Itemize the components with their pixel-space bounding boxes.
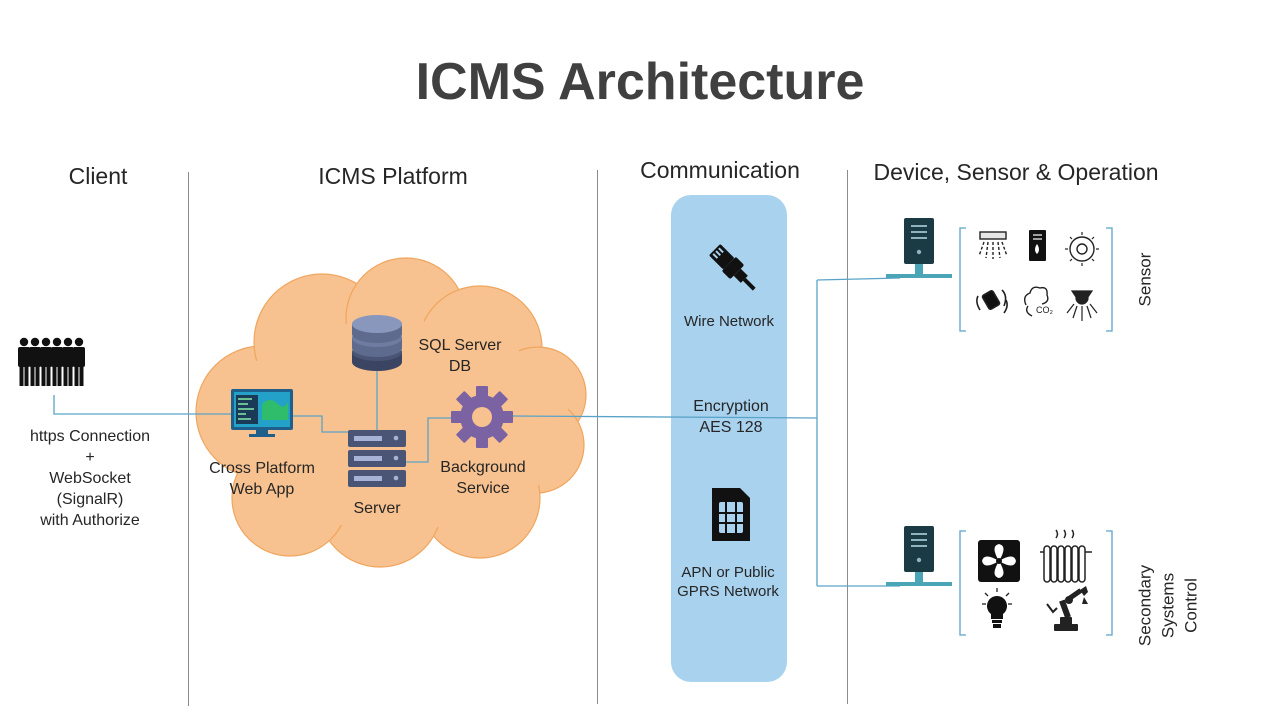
monitor-icon — [231, 389, 293, 437]
column-client-heading: Client — [68, 163, 128, 189]
users-icon — [18, 337, 85, 386]
communication-band — [671, 195, 787, 682]
separator-platform-communication — [597, 170, 598, 704]
light-sensor-icon — [1065, 232, 1099, 266]
background-service-label: Background Service — [440, 459, 526, 497]
web-app-label: Cross Platform Web App — [209, 460, 315, 498]
diagram-title: ICMS Architecture — [415, 53, 865, 111]
gear-icon — [451, 386, 513, 448]
separator-client-platform — [188, 172, 189, 706]
light-bulb-icon — [982, 588, 1012, 628]
server-label: Server — [353, 500, 401, 517]
vibration-sensor-icon — [976, 289, 1008, 314]
client-connection-label: https Connection + WebSocket (SignalR) w… — [29, 428, 151, 529]
sprinkler-icon — [978, 231, 1008, 259]
gateway-tower-sensor-icon — [886, 218, 952, 278]
column-platform-heading: ICMS Platform — [318, 163, 468, 189]
encryption-label: Encryption AES 128 — [693, 398, 769, 436]
sensor-group-bracket — [959, 227, 1113, 332]
co2-sensor-icon — [1023, 286, 1049, 317]
wire-network-label: Wire Network — [683, 313, 774, 330]
separator-communication-devices — [847, 170, 848, 704]
gprs-network-label: APN or Public GPRS Network — [677, 564, 779, 600]
control-group-bracket — [959, 530, 1113, 636]
co2-label: CO₂ — [1036, 305, 1054, 315]
radiator-icon — [1040, 529, 1092, 583]
smoke-detector-icon — [1029, 230, 1046, 261]
column-devices-heading: Device, Sensor & Operation — [873, 159, 1159, 185]
server-icon — [348, 430, 406, 487]
secondary-systems-control-label: Secondary Systems Control — [1135, 564, 1201, 647]
sim-card-icon — [712, 488, 750, 541]
sensor-group-label: Sensor — [1135, 252, 1155, 307]
gateway-tower-control-icon — [886, 526, 952, 586]
database-icon — [352, 315, 402, 371]
sql-server-db-label: SQL Server DB — [418, 337, 502, 375]
motion-sensor-icon — [1066, 290, 1098, 321]
connector-lines — [53, 277, 901, 587]
fan-icon — [978, 540, 1020, 582]
column-communication-heading: Communication — [640, 157, 800, 183]
robot-arm-icon — [1046, 586, 1088, 631]
